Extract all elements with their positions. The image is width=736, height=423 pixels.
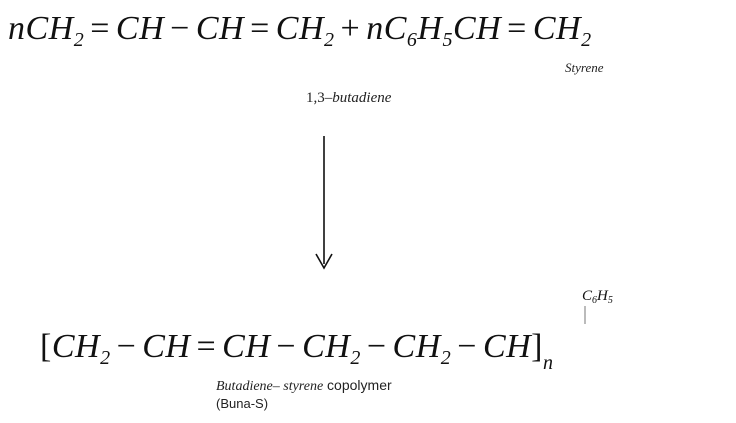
- double-bond-sign: =: [507, 10, 527, 47]
- coefficient-n-butadiene: n: [8, 10, 26, 47]
- formula-part: CH: [222, 328, 271, 365]
- formula-subscript: 2: [324, 29, 335, 51]
- formula-part: CH: [25, 10, 74, 47]
- formula-subscript: 6: [406, 29, 418, 51]
- formula-part: CH: [482, 328, 532, 365]
- single-bond-sign: −: [116, 328, 137, 365]
- butadiene-label: 1,3–butadiene: [306, 90, 391, 107]
- single-bond-sign: −: [457, 328, 477, 365]
- single-bond-sign: −: [366, 328, 387, 365]
- degree-of-polymerization: n: [543, 352, 554, 374]
- formula-part: CH: [51, 328, 101, 365]
- double-bond-sign: =: [196, 328, 217, 365]
- close-bracket: ]: [531, 328, 543, 365]
- formula-part: CH: [452, 10, 502, 47]
- formula-subscript: 5: [442, 29, 453, 51]
- formula-subscript: 2: [350, 347, 361, 369]
- reaction-arrow-icon: [315, 136, 333, 270]
- substituent-bond-line: [584, 306, 586, 324]
- formula-part: CH: [532, 10, 582, 47]
- formula-subscript: 2: [581, 29, 592, 51]
- product-equation: [CH2−CH=CH−CH2−CH2−CH]n: [40, 328, 554, 374]
- substituent-subscript: 6: [592, 295, 598, 306]
- formula-subscript: 2: [440, 347, 452, 369]
- single-bond-sign: −: [170, 10, 190, 47]
- coefficient-n-styrene: n: [366, 10, 384, 47]
- double-bond-sign: =: [90, 10, 110, 47]
- plus-sign: +: [340, 10, 361, 47]
- formula-part: CH: [115, 10, 165, 47]
- formula-part: CH: [142, 328, 191, 365]
- formula-subscript: 2: [100, 347, 111, 369]
- phenyl-substituent: C6H5: [582, 288, 613, 306]
- butadiene-label-name: butadiene: [332, 90, 392, 106]
- product-name-rest: copolymer: [323, 377, 392, 393]
- substituent-part: C: [582, 288, 593, 304]
- formula-subscript: 2: [73, 29, 85, 51]
- product-abbreviation: (Buna-S): [216, 396, 269, 411]
- formula-part: C: [383, 10, 407, 47]
- open-bracket: [: [40, 328, 52, 365]
- styrene-label: Styrene: [565, 60, 604, 75]
- formula-part: CH: [195, 10, 245, 47]
- formula-part: CH: [392, 328, 441, 365]
- substituent-subscript: 5: [607, 295, 613, 306]
- formula-part: H: [417, 10, 443, 47]
- product-name-italic: Butadiene– styrene: [216, 379, 324, 394]
- product-name-label: Butadiene– styrene copolymer: [216, 377, 392, 395]
- substituent-part: H: [597, 288, 608, 304]
- single-bond-sign: −: [276, 328, 297, 365]
- formula-part: CH: [302, 328, 351, 365]
- double-bond-sign: =: [250, 10, 270, 47]
- reactant-equation: nCH2=CH−CH=CH2+nC6H5CH=CH2: [8, 10, 592, 51]
- butadiene-label-prefix: 1,3–: [306, 90, 333, 106]
- formula-part: CH: [275, 10, 324, 47]
